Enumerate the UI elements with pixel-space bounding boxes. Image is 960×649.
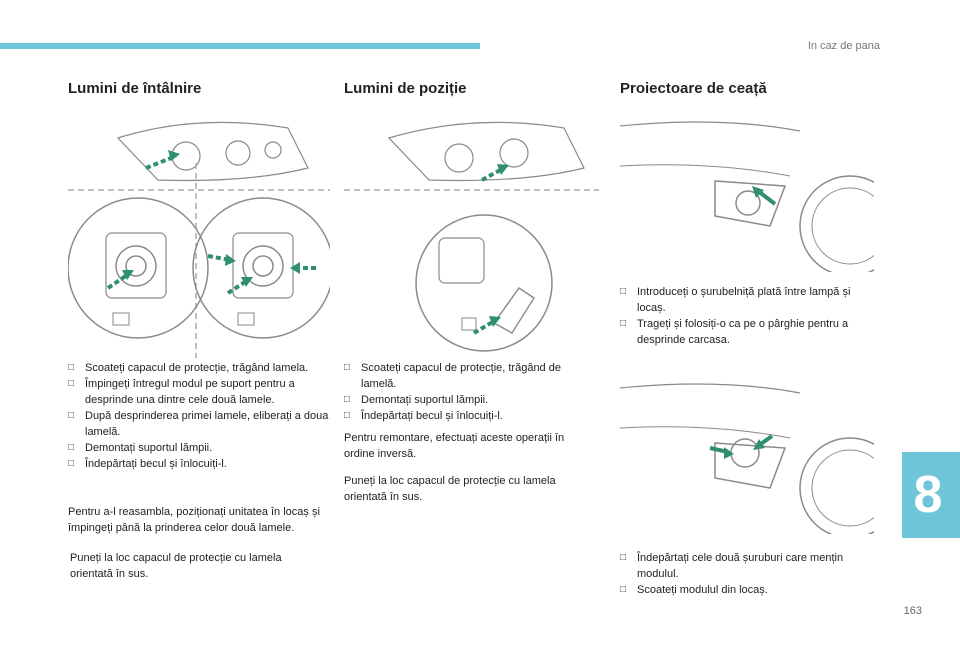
fog-steps-b: □Îndepărtați cele două șuruburi care men… [620,550,872,598]
list-item: □Împingeți întregul modul pe suport pent… [68,378,295,406]
low-beam-cover-text: Puneți la loc capacul de protecție cu la… [70,552,282,580]
checkbox-bullet-icon: □ [620,318,627,329]
chapter-number-tab: 8 [902,452,960,538]
checkbox-bullet-icon: □ [344,410,351,421]
list-item: □După desprinderea primei lamele, eliber… [68,410,329,438]
list-item: □Scoateți capacul de protecție, trăgând … [68,362,309,374]
checkbox-bullet-icon: □ [68,362,75,373]
list-item: □Trageți și folosiți-o ca pe o pârghie p… [620,318,849,346]
fog-lamp-illustration-top [620,121,874,272]
list-item: □Scoateți capacul de protecție, trăgând … [344,362,561,390]
top-accent-bar [0,43,480,49]
checkbox-bullet-icon: □ [620,286,627,297]
list-item: □Scoateți modulul din locaș. [620,584,768,596]
section-title-fog: Proiectoare de ceață [620,80,767,97]
checkbox-bullet-icon: □ [68,442,75,453]
low-beam-steps: □Scoateți capacul de protecție, trăgând … [68,360,330,472]
list-item: □Demontați suportul lămpii. [68,442,213,454]
fog-lamp-illustration-bottom [620,383,874,534]
checkbox-bullet-icon: □ [68,378,75,389]
fog-steps-a: □Introduceți o șurubelniță plată între l… [620,284,872,348]
page-number: 163 [903,605,922,617]
low-beam-reassembly-text: Pentru a-l reasambla, poziționați unitat… [68,506,320,534]
position-lamp-illustration [344,121,599,352]
section-title-position: Lumini de poziție [344,80,467,97]
checkbox-bullet-icon: □ [344,362,351,373]
position-steps: □Scoateți capacul de protecție, trăgând … [344,360,594,424]
section-title-low-beam: Lumini de întâlnire [68,80,202,97]
checkbox-bullet-icon: □ [68,458,75,469]
checkbox-bullet-icon: □ [620,584,627,595]
checkbox-bullet-icon: □ [68,410,75,421]
list-item: □Îndepărtați becul și înlocuiți-l. [68,458,227,470]
checkbox-bullet-icon: □ [620,552,627,563]
list-item: □Introduceți o șurubelniță plată între l… [620,286,851,314]
list-item: □Îndepărtați cele două șuruburi care men… [620,552,844,580]
list-item: □Îndepărtați becul și înlocuiți-l. [344,410,503,422]
chapter-title: In caz de pana [807,40,880,52]
low-beam-illustration [68,121,330,358]
list-item: □Demontați suportul lămpii. [344,394,489,406]
position-cover-text: Puneți la loc capacul de protecție cu la… [344,475,556,503]
checkbox-bullet-icon: □ [344,394,351,405]
position-reassembly-text: Pentru remontare, efectuați aceste opera… [344,432,565,460]
